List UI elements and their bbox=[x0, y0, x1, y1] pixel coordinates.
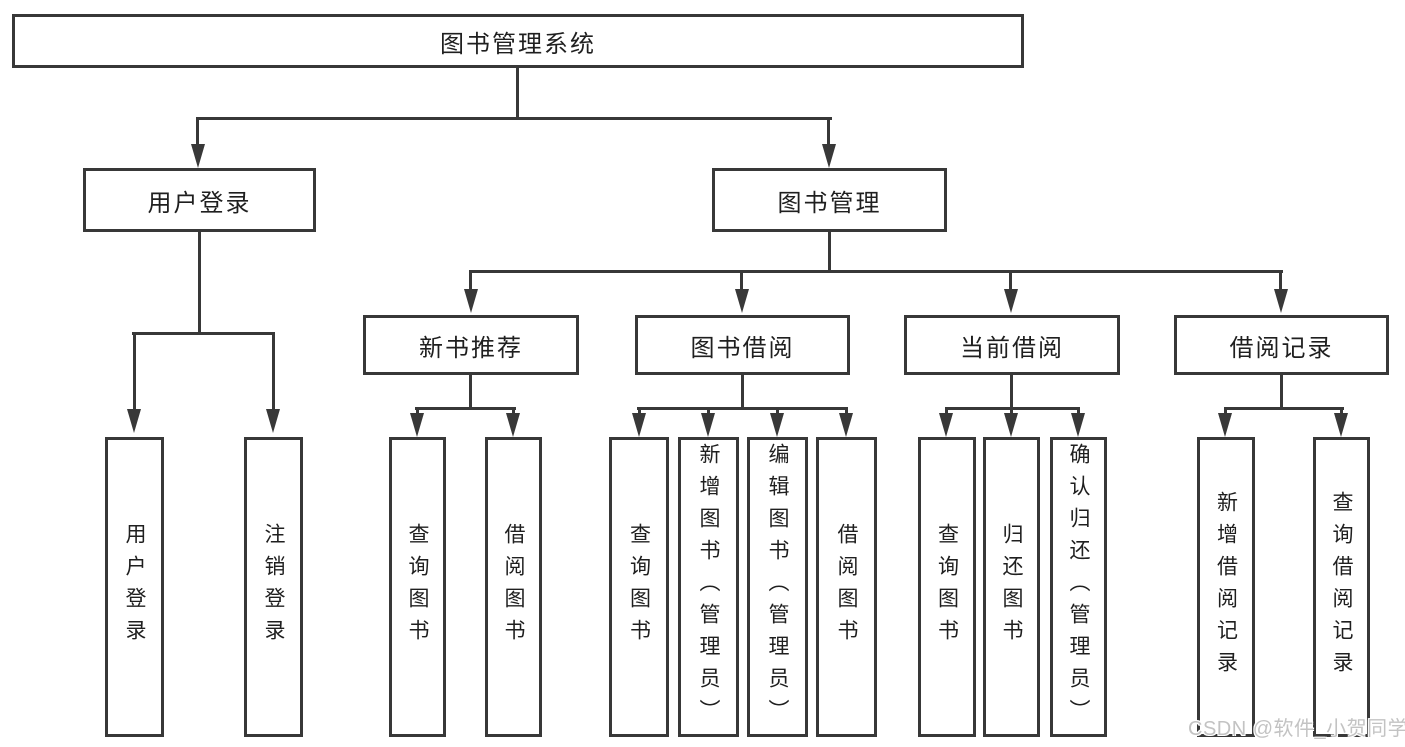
leaf-return-book: 归还图书 bbox=[983, 437, 1040, 737]
node-label: 查询图书 bbox=[627, 523, 651, 651]
node-label: 注销登录 bbox=[262, 523, 285, 651]
arrow-down-icon bbox=[735, 289, 749, 313]
connector-stem bbox=[469, 374, 472, 410]
connector-stem bbox=[516, 68, 519, 120]
connector-drop bbox=[707, 410, 710, 415]
leaf-add-book-admin: 新增图书（管理员） bbox=[678, 437, 739, 737]
node-new-book-recommend: 新书推荐 bbox=[363, 315, 579, 375]
leaf-query-books-borrow: 查询图书 bbox=[609, 437, 669, 737]
connector-stem bbox=[1010, 374, 1013, 410]
arrow-down-icon bbox=[1334, 413, 1348, 437]
connector-rail bbox=[196, 117, 832, 120]
connector-drop bbox=[1279, 273, 1282, 291]
connector-stem bbox=[741, 374, 744, 410]
node-label: 查询图书 bbox=[406, 523, 429, 651]
arrow-down-icon bbox=[822, 144, 836, 168]
node-system-root: 图书管理系统 bbox=[12, 14, 1024, 68]
node-borrow-records: 借阅记录 bbox=[1174, 315, 1389, 375]
leaf-logout: 注销登录 bbox=[244, 437, 303, 737]
connector-stem bbox=[828, 232, 831, 273]
arrow-down-icon bbox=[839, 413, 853, 437]
connector-drop bbox=[1077, 410, 1080, 415]
arrow-down-icon bbox=[701, 413, 715, 437]
node-label: 新增借阅记录 bbox=[1214, 491, 1238, 683]
connector-rail bbox=[469, 270, 1283, 273]
connector-stem bbox=[198, 232, 201, 335]
connector-drop bbox=[272, 335, 275, 411]
leaf-query-books-recommend: 查询图书 bbox=[389, 437, 446, 737]
arrow-down-icon bbox=[464, 289, 478, 313]
arrow-down-icon bbox=[127, 409, 141, 433]
connector-drop bbox=[740, 273, 743, 291]
arrow-down-icon bbox=[266, 409, 280, 433]
connector-drop bbox=[469, 273, 472, 291]
connector-drop bbox=[776, 410, 779, 415]
connector-rail bbox=[637, 407, 848, 410]
connector-drop bbox=[827, 120, 830, 146]
node-label: 当前借阅 bbox=[960, 334, 1064, 362]
node-label: 用户登录 bbox=[123, 523, 146, 651]
arrow-down-icon bbox=[1218, 413, 1232, 437]
node-label: 确认归还（管理员） bbox=[1067, 443, 1090, 731]
connector-drop bbox=[416, 410, 419, 415]
node-book-borrow: 图书借阅 bbox=[635, 315, 850, 375]
arrow-down-icon bbox=[506, 413, 520, 437]
node-label: 新增图书（管理员） bbox=[697, 443, 720, 731]
node-label: 图书管理系统 bbox=[440, 30, 596, 58]
node-label: 借阅记录 bbox=[1229, 334, 1334, 362]
connector-drop bbox=[638, 410, 641, 415]
node-label: 归还图书 bbox=[1000, 523, 1023, 651]
leaf-query-books-current: 查询图书 bbox=[918, 437, 976, 737]
node-label: 用户登录 bbox=[147, 189, 252, 217]
arrow-down-icon bbox=[1004, 289, 1018, 313]
node-label: 图书管理 bbox=[777, 189, 882, 217]
arrow-down-icon bbox=[191, 144, 205, 168]
leaf-query-borrow-record: 查询借阅记录 bbox=[1313, 437, 1370, 737]
node-label: 借阅图书 bbox=[835, 523, 858, 651]
connector-drop bbox=[1009, 273, 1012, 291]
leaf-borrow-books-recommend: 借阅图书 bbox=[485, 437, 542, 737]
leaf-user-login: 用户登录 bbox=[105, 437, 164, 737]
connector-rail bbox=[1224, 407, 1344, 410]
arrow-down-icon bbox=[410, 413, 424, 437]
connector-drop bbox=[1340, 410, 1343, 415]
node-label: 借阅图书 bbox=[502, 523, 525, 651]
arrow-down-icon bbox=[632, 413, 646, 437]
node-label: 图书借阅 bbox=[690, 334, 795, 362]
node-label: 查询图书 bbox=[935, 523, 959, 651]
connector-drop bbox=[133, 335, 136, 411]
arrow-down-icon bbox=[1274, 289, 1288, 313]
node-label: 新书推荐 bbox=[419, 334, 523, 362]
leaf-borrow-books: 借阅图书 bbox=[816, 437, 877, 737]
leaf-edit-book-admin: 编辑图书（管理员） bbox=[747, 437, 808, 737]
leaf-add-borrow-record: 新增借阅记录 bbox=[1197, 437, 1255, 737]
connector-rail bbox=[132, 332, 275, 335]
connector-drop bbox=[945, 410, 948, 415]
connector-drop bbox=[512, 410, 515, 415]
node-user-login: 用户登录 bbox=[83, 168, 316, 232]
connector-rail bbox=[945, 407, 1080, 410]
node-label: 查询借阅记录 bbox=[1330, 491, 1353, 683]
arrow-down-icon bbox=[1004, 413, 1018, 437]
node-current-borrow: 当前借阅 bbox=[904, 315, 1120, 375]
connector-drop bbox=[1224, 410, 1227, 415]
arrow-down-icon bbox=[1071, 413, 1085, 437]
csdn-watermark: CSDN @软件_小贺同学 bbox=[1188, 718, 1405, 740]
connector-stem bbox=[1280, 374, 1283, 410]
node-label: 编辑图书（管理员） bbox=[766, 443, 789, 731]
arrow-down-icon bbox=[770, 413, 784, 437]
node-book-management: 图书管理 bbox=[712, 168, 947, 232]
arrow-down-icon bbox=[939, 413, 953, 437]
connector-drop bbox=[845, 410, 848, 415]
connector-rail bbox=[415, 407, 516, 410]
connector-drop bbox=[196, 120, 199, 146]
connector-drop bbox=[1010, 410, 1013, 415]
leaf-confirm-return-admin: 确认归还（管理员） bbox=[1050, 437, 1107, 737]
